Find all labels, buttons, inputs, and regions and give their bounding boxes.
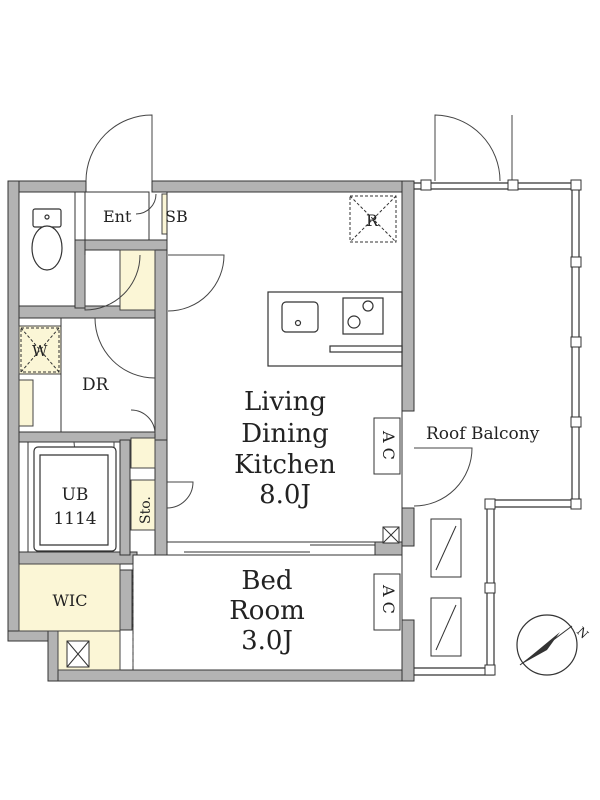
dr-label: DR	[82, 375, 110, 395]
wic-area	[18, 563, 121, 632]
ent-label: Ent	[103, 207, 132, 226]
ldk-size: 8.0J	[259, 480, 311, 510]
ub-label: UB	[62, 485, 89, 505]
sb-label: SB	[165, 207, 188, 226]
ldk-label-kitchen: Kitchen	[234, 450, 336, 480]
ac-unit-bed	[373, 573, 401, 631]
bed-label-bed: Bed	[241, 566, 292, 596]
ub-size: 1114	[53, 509, 96, 529]
exterior-walls	[7, 180, 415, 682]
bathtub-icon	[33, 446, 117, 552]
bed-size: 3.0J	[241, 626, 293, 656]
outdoor-ac-units	[430, 518, 462, 657]
ac-unit-ldk	[373, 417, 401, 475]
ac-label-ldk: A C	[379, 430, 398, 460]
sto-closet	[130, 479, 156, 531]
fridge-space	[349, 195, 397, 243]
ldk-label-dining: Dining	[241, 419, 329, 449]
bed-label-room: Room	[229, 596, 305, 626]
sto-label: Sto.	[138, 496, 154, 524]
ldk-label-living: Living	[244, 387, 326, 417]
roof-balcony-label: Roof Balcony	[426, 424, 540, 444]
washer-label: W	[32, 342, 48, 360]
washer-space	[20, 327, 60, 373]
compass-icon: N	[516, 614, 591, 676]
toilet-icon	[31, 208, 63, 271]
fridge-label: R	[366, 211, 379, 230]
kitchen-counter	[267, 291, 403, 367]
ac-label-bed: A C	[379, 584, 398, 614]
wic-label: WIC	[52, 591, 87, 610]
stove-icon	[342, 297, 384, 335]
door-swings	[73, 114, 513, 509]
sink-icon	[281, 301, 319, 333]
pipe-space	[66, 526, 400, 668]
